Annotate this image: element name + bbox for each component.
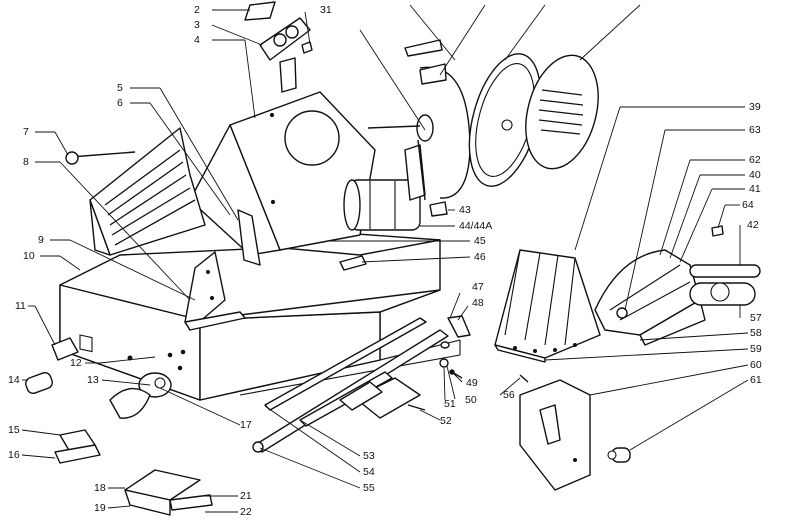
callout-63: 63 bbox=[749, 124, 761, 136]
callout-10: 10 bbox=[23, 250, 35, 262]
callout-6: 6 bbox=[117, 97, 123, 109]
knife-blade bbox=[468, 53, 542, 187]
sharpener-rod bbox=[65, 151, 136, 165]
callout-41: 41 bbox=[749, 183, 761, 195]
callout-8: 8 bbox=[23, 156, 29, 168]
callout-55: 55 bbox=[363, 482, 375, 494]
screw-56 bbox=[519, 374, 529, 383]
clip-43 bbox=[429, 201, 448, 217]
callout-60: 60 bbox=[750, 359, 762, 371]
callout-43: 43 bbox=[459, 204, 471, 216]
callout-39: 39 bbox=[749, 101, 761, 113]
callout-31: 31 bbox=[320, 4, 332, 16]
callout-21: 21 bbox=[240, 490, 252, 502]
callout-16: 16 bbox=[8, 449, 20, 461]
leader-lines bbox=[21, 4, 749, 513]
carriage-block bbox=[339, 377, 426, 419]
guide-plate bbox=[237, 209, 261, 266]
adjustment-knob bbox=[109, 372, 172, 419]
callout-labels: 2 3 4 31 5 6 7 8 9 10 11 12 13 14 15 16 … bbox=[8, 4, 762, 518]
callout-46: 46 bbox=[474, 251, 486, 263]
callout-11: 11 bbox=[15, 300, 26, 312]
side-cover bbox=[519, 379, 591, 491]
callout-49: 49 bbox=[466, 377, 478, 389]
clip-46 bbox=[339, 255, 367, 271]
guide-rod bbox=[689, 225, 761, 306]
callout-3: 3 bbox=[194, 19, 200, 31]
callout-58: 58 bbox=[750, 327, 762, 339]
carriage-bracket bbox=[184, 251, 246, 331]
callout-17: 17 bbox=[240, 419, 252, 431]
callout-59: 59 bbox=[750, 343, 762, 355]
callout-22: 22 bbox=[240, 506, 252, 518]
callout-12: 12 bbox=[70, 357, 82, 369]
callout-48: 48 bbox=[472, 297, 484, 309]
callout-47: 47 bbox=[472, 281, 484, 293]
callout-13: 13 bbox=[87, 374, 99, 386]
callout-57: 57 bbox=[750, 312, 762, 324]
callout-15: 15 bbox=[8, 424, 20, 436]
callout-64: 64 bbox=[742, 199, 754, 211]
callout-2: 2 bbox=[194, 4, 200, 16]
callout-61: 61 bbox=[750, 374, 762, 386]
knife-cover bbox=[525, 54, 599, 170]
base-housing bbox=[59, 239, 461, 401]
motor bbox=[343, 114, 434, 231]
callout-19: 19 bbox=[94, 502, 106, 514]
product-pusher bbox=[594, 249, 706, 346]
end-cap bbox=[607, 447, 631, 463]
callout-5: 5 bbox=[117, 82, 123, 94]
capacitor bbox=[54, 429, 101, 464]
callout-14: 14 bbox=[8, 374, 20, 386]
product-tray bbox=[89, 127, 206, 256]
callout-45: 45 bbox=[474, 235, 486, 247]
top-assembly bbox=[244, 1, 313, 93]
knife-housing bbox=[189, 91, 376, 256]
callout-52: 52 bbox=[440, 415, 452, 427]
callout-51: 51 bbox=[444, 398, 456, 410]
switch-box bbox=[51, 337, 79, 361]
knob-pin bbox=[440, 315, 471, 349]
nut-assembly bbox=[439, 358, 463, 379]
callout-62: 62 bbox=[749, 154, 761, 166]
callout-50: 50 bbox=[465, 394, 477, 406]
callout-42: 42 bbox=[747, 219, 759, 231]
callout-53: 53 bbox=[363, 450, 375, 462]
callout-7: 7 bbox=[23, 126, 29, 138]
callout-4: 4 bbox=[194, 34, 200, 46]
cylinder-14 bbox=[25, 372, 53, 394]
callout-54: 54 bbox=[363, 466, 375, 478]
meat-tray bbox=[494, 249, 601, 363]
callout-18: 18 bbox=[94, 482, 106, 494]
bottom-bracket bbox=[124, 469, 213, 516]
callout-9: 9 bbox=[38, 234, 44, 246]
callout-40: 40 bbox=[749, 169, 761, 181]
callout-44-44a: 44/44A bbox=[459, 220, 492, 232]
callout-56: 56 bbox=[503, 389, 515, 401]
